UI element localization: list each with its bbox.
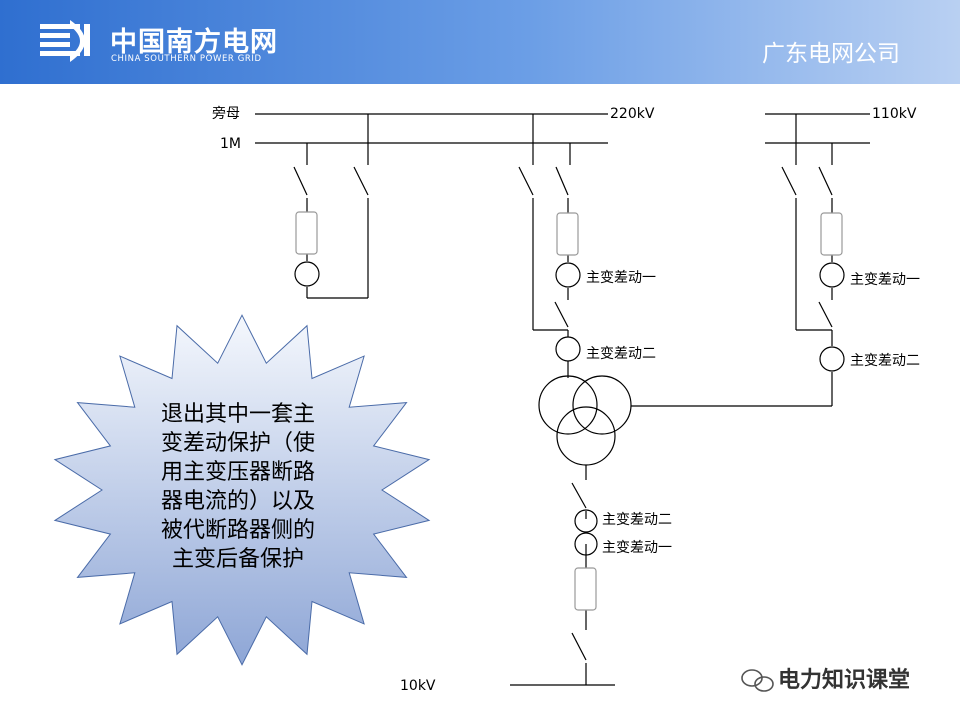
callout-line: 退出其中一套主 (160, 402, 315, 427)
bay-220kv (518, 114, 571, 378)
callout-line: 器电流的）以及 (160, 489, 315, 514)
logo-chinese-text: 中国南方电网 (110, 27, 278, 58)
bay-10kv (571, 465, 587, 685)
callout-line: 被代断路器侧的 (160, 518, 315, 543)
wechat-icon (741, 669, 774, 692)
ct-label-110kv-diff2: 主变差动二 (850, 353, 920, 369)
csg-logo-icon (40, 20, 90, 62)
callout-line: 变差动保护（使 (160, 431, 315, 456)
header-banner: 中国南方电网 CHINA SOUTHERN POWER GRID 广东电网公司 (0, 0, 960, 84)
transformer-winding-hv (538, 375, 598, 435)
ct-10kv-diff2 (574, 509, 598, 533)
ct-10kv-diff1 (574, 532, 598, 556)
starburst-callout-shape (53, 314, 431, 666)
breaker-10kv (574, 567, 597, 611)
bus-label-110kv: 110kV (872, 106, 917, 122)
bay-110kv (631, 114, 833, 407)
breaker-bypass (295, 211, 318, 255)
callout-line: 用主变压器断路 (160, 460, 315, 485)
ct-label-220kv-diff1: 主变差动一 (586, 270, 656, 286)
ct-label-220kv-diff2: 主变差动二 (586, 346, 656, 362)
transformer-winding-lv (556, 406, 616, 466)
ct-label-10kv-diff1: 主变差动一 (602, 540, 672, 556)
ct-110kv-diff1 (819, 262, 845, 288)
ct-220kv-diff2 (555, 336, 581, 362)
bus-label-1m: 1M (220, 136, 241, 152)
logo-english-text: CHINA SOUTHERN POWER GRID (111, 54, 262, 64)
watermark-text: 电力知识课堂 (778, 668, 911, 693)
callout-line: 主变后备保护 (171, 547, 304, 572)
company-name: 广东电网公司 (762, 41, 900, 67)
bypass-bay (293, 114, 369, 299)
breaker-220kv (556, 212, 579, 256)
bus-label-10kv: 10kV (400, 678, 436, 694)
ct-bypass (294, 261, 320, 287)
ct-110kv-diff2 (819, 346, 845, 372)
ct-label-10kv-diff2: 主变差动二 (602, 512, 672, 528)
bus-label-220kv: 220kV (610, 106, 655, 122)
watermark: 电力知识课堂 (742, 662, 910, 694)
ct-220kv-diff1 (555, 262, 581, 288)
breaker-110kv (820, 212, 843, 256)
ct-label-110kv-diff1: 主变差动一 (850, 272, 920, 288)
callout-text: 退出其中一套主 变差动保护（使 用主变压器断路 器电流的）以及 被代断路器侧的 … (133, 400, 343, 574)
bus-label-bypass: 旁母 (212, 105, 240, 122)
transformer-winding-mv (572, 375, 632, 435)
